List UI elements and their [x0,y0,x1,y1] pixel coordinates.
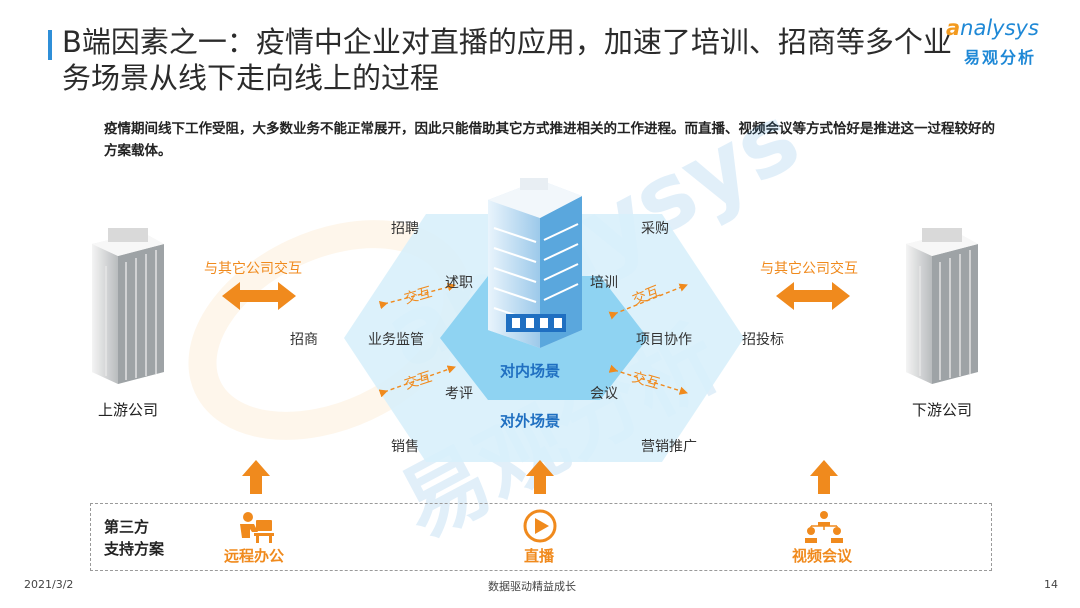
outer-item-bidding: 招投标 [742,332,784,348]
outer-item-sales: 销售 [391,439,419,455]
remote-office-label: 远程办公 [224,547,285,565]
central-tower [488,178,582,348]
support-title-line1: 第三方 [104,518,150,536]
right-interaction-label: 与其它公司交互 [760,261,858,277]
inner-item-report: 述职 [445,275,473,291]
intro-text: 疫情期间线下工作受阻，大多数业务不能正常展开，因此只能借助其它方式推进相关的工作… [104,121,995,159]
logo-en-rest: nalysys [960,16,1039,40]
support-box [90,503,992,571]
analysys-logo: analysys 易观分析 [946,16,1056,72]
downstream-company-label: 下游公司 [912,401,973,419]
support-title-line2: 支持方案 [104,540,165,558]
upstream-building [92,228,164,384]
outer-item-recruit: 招聘 [391,221,419,237]
footer-slogan: 数据驱动精益成长 [488,580,576,593]
inner-item-collaboration: 项目协作 [636,332,692,348]
inner-item-training: 培训 [590,275,618,291]
inner-item-meeting: 会议 [590,386,618,402]
upstream-company-label: 上游公司 [98,401,159,419]
title-accent-bar [48,30,52,60]
support-title: 第三方 支持方案 [104,516,164,560]
downstream-building [906,228,978,384]
logo-letter-a: a [946,16,961,40]
interaction-arrow-top-right [608,283,688,320]
up-arrow-left [242,460,270,494]
live-play-icon [523,509,557,543]
outer-scene-label: 对外场景 [500,412,561,430]
page-title: B端因素之一：疫情中企业对直播的应用，加速了培训、招商等多个业务场景从线下走向线… [62,25,952,95]
inner-item-evaluation: 考评 [445,386,473,402]
live-label: 直播 [524,547,555,565]
right-double-arrow [776,282,850,310]
outer-item-marketing: 营销推广 [641,439,697,455]
outer-item-investment: 招商 [290,332,318,348]
inner-item-supervision: 业务监管 [368,332,424,348]
video-conference-icon [805,511,843,543]
interaction-arrow-bottom-right [608,364,689,395]
up-arrow-center [526,460,554,494]
logo-cn-text: 易观分析 [964,48,1037,67]
left-double-arrow [222,282,296,310]
inner-scene-label: 对内场景 [500,362,561,380]
footer-page-number: 14 [1044,578,1058,591]
interaction-arrow-top-left [378,283,457,310]
left-interaction-label: 与其它公司交互 [204,261,302,277]
outer-item-purchase: 采购 [641,221,669,237]
remote-office-icon [240,512,274,543]
video-conference-label: 视频会议 [792,547,853,565]
interaction-arrow-bottom-left [378,365,456,398]
up-arrow-right [810,460,838,494]
footer-date: 2021/3/2 [24,578,74,591]
